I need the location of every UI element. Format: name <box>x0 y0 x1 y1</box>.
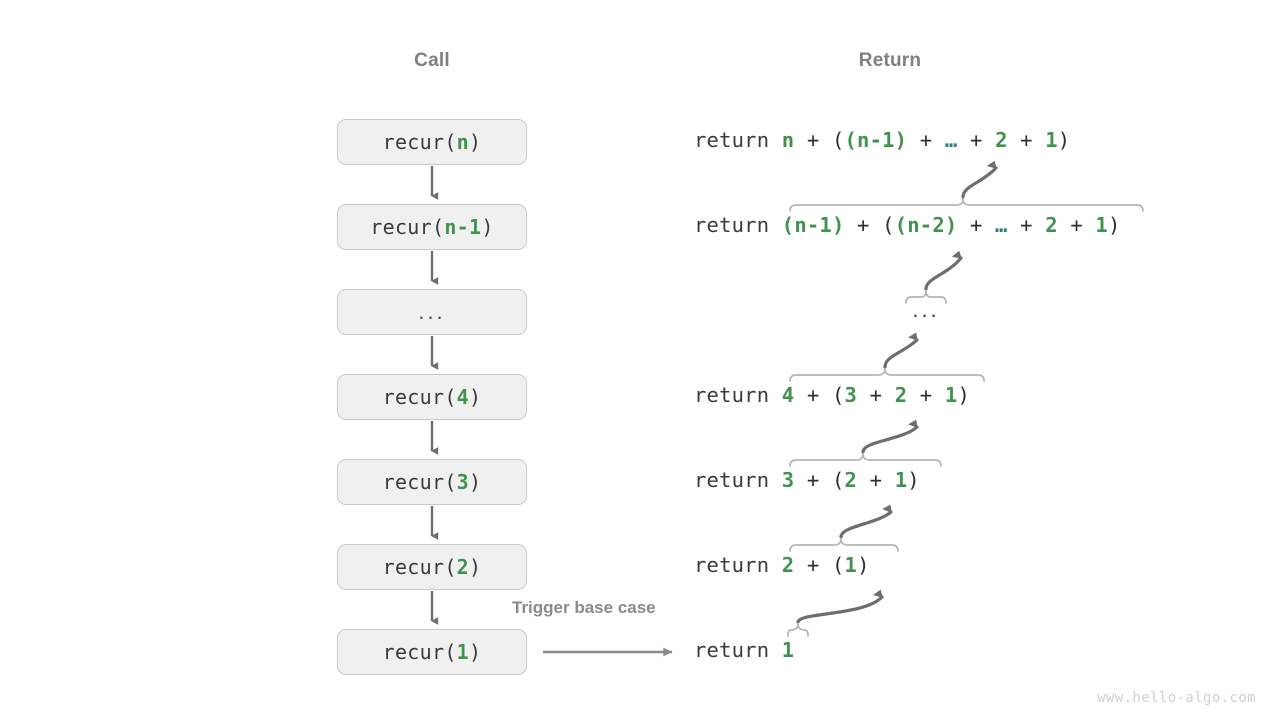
expression-token: 1 <box>781 638 795 662</box>
expression-token: 2 <box>995 128 1008 152</box>
brace-row-2 <box>789 538 899 552</box>
call-box-ellipsis: ... <box>337 289 527 335</box>
expression-token: … <box>944 128 958 152</box>
expression-token: ) <box>857 553 870 577</box>
expression-token: + <box>1007 213 1046 237</box>
call-box-label: recur(n) <box>382 130 482 154</box>
return-arrow-to-ellipsis <box>883 332 919 369</box>
return-line-3: return 3 + (2 + 1) <box>694 468 920 492</box>
expression-token: 1 <box>1045 128 1058 152</box>
return-arrow-to-2 <box>796 589 884 624</box>
expression-token: + ( <box>844 213 895 237</box>
column-header-return: Return <box>858 50 922 71</box>
expression-token: (n-1) <box>844 128 908 152</box>
expression-token: 1 <box>944 383 958 407</box>
return-line-2: return 2 + (1) <box>694 553 870 577</box>
expression-token: ) <box>957 383 970 407</box>
expression-token: + <box>1057 213 1096 237</box>
expression-token: + <box>857 383 895 407</box>
expression-token: 1 <box>1095 213 1108 237</box>
expression-token: 4 <box>781 383 795 407</box>
call-box-label: recur(2) <box>382 555 482 579</box>
call-box-label: recur(4) <box>382 385 482 409</box>
expression-token: + ( <box>794 553 845 577</box>
expression-token: (n-1) <box>781 213 845 237</box>
brace-row-n-1 <box>789 198 1144 212</box>
return-line-1: return 1 <box>694 638 794 662</box>
expression-token: … <box>995 213 1008 237</box>
call-box-label: recur(3) <box>382 470 482 494</box>
brace-row-1 <box>787 623 809 637</box>
return-keyword: return <box>694 638 782 662</box>
expression-token: ) <box>1107 213 1121 237</box>
expression-token: + <box>907 383 945 407</box>
watermark: www.hello-algo.com <box>1097 690 1256 706</box>
brace-row-4 <box>789 368 985 382</box>
expression-token: (n-2) <box>894 213 958 237</box>
expression-token: + <box>907 128 945 152</box>
return-arrow-to-3 <box>839 504 893 539</box>
return-line-4: return 4 + (3 + 2 + 1) <box>694 383 970 407</box>
return-arrow-to-n-1 <box>924 250 963 291</box>
expression-token: + <box>1007 128 1046 152</box>
call-box-recur-2: recur(2) <box>337 544 527 590</box>
expression-token: ) <box>1057 128 1071 152</box>
trigger-base-case-label: Trigger base case <box>512 598 656 617</box>
call-box-recur-3: recur(3) <box>337 459 527 505</box>
return-arrow-to-n <box>961 160 998 199</box>
call-box-recur-n-1: recur(n-1) <box>337 204 527 250</box>
expression-token: 3 <box>844 383 858 407</box>
return-line-n: return n + ((n-1) + … + 2 + 1) <box>694 128 1070 152</box>
expression-token: ) <box>907 468 920 492</box>
expression-token: 3 <box>781 468 795 492</box>
expression-token: 2 <box>894 383 908 407</box>
return-line-n-1: return (n-1) + ((n-2) + … + 2 + 1) <box>694 213 1121 237</box>
call-box-recur-n: recur(n) <box>337 119 527 165</box>
call-box-recur-1: recur(1) <box>337 629 527 675</box>
expression-token: + ( <box>794 383 845 407</box>
expression-token: + ( <box>794 128 845 152</box>
return-arrow-to-4 <box>861 419 919 454</box>
call-box-label: recur(n-1) <box>370 215 494 239</box>
column-header-call: Call <box>414 50 450 71</box>
expression-token: 2 <box>781 553 795 577</box>
expression-token: 1 <box>894 468 908 492</box>
expression-token: + <box>957 213 996 237</box>
call-box-label: ... <box>418 299 446 324</box>
expression-token: n <box>781 128 795 152</box>
call-box-label: recur(1) <box>382 640 482 664</box>
expression-token: + <box>857 468 895 492</box>
expression-token: 2 <box>1045 213 1058 237</box>
return-keyword: return <box>694 128 782 152</box>
expression-token: 1 <box>844 553 858 577</box>
expression-token: 2 <box>844 468 858 492</box>
return-keyword: return <box>694 213 782 237</box>
call-box-recur-4: recur(4) <box>337 374 527 420</box>
expression-token: + <box>957 128 996 152</box>
return-keyword: return <box>694 468 782 492</box>
return-keyword: return <box>694 553 782 577</box>
expression-token: + ( <box>794 468 845 492</box>
return-line-ellipsis: ... <box>912 297 940 322</box>
brace-row-3 <box>789 453 942 467</box>
return-keyword: return <box>694 383 782 407</box>
